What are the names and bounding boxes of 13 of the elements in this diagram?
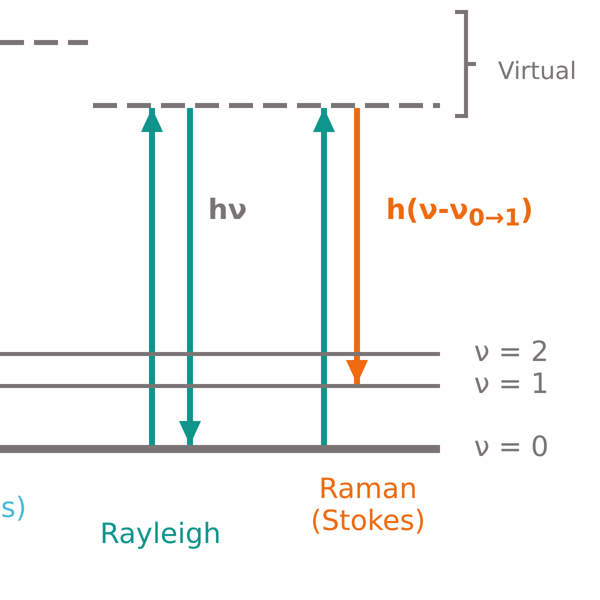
edge-label: h(ν-ν$_{0→1}$) xyxy=(386,194,534,232)
arrow xyxy=(141,108,163,445)
level-label: ν = 2 xyxy=(474,336,549,368)
process-label: Raman (Stokes) xyxy=(310,473,426,538)
edge-label: hν xyxy=(208,194,248,226)
arrow xyxy=(179,108,201,445)
arrow xyxy=(346,108,368,384)
level-label: ν = 0 xyxy=(474,431,549,464)
process-label: s) xyxy=(1,492,27,524)
level-label: ν = 1 xyxy=(474,368,549,400)
arrow xyxy=(313,108,335,445)
bracket-label: Virtual xyxy=(498,58,576,86)
process-label: Rayleigh xyxy=(100,518,221,550)
